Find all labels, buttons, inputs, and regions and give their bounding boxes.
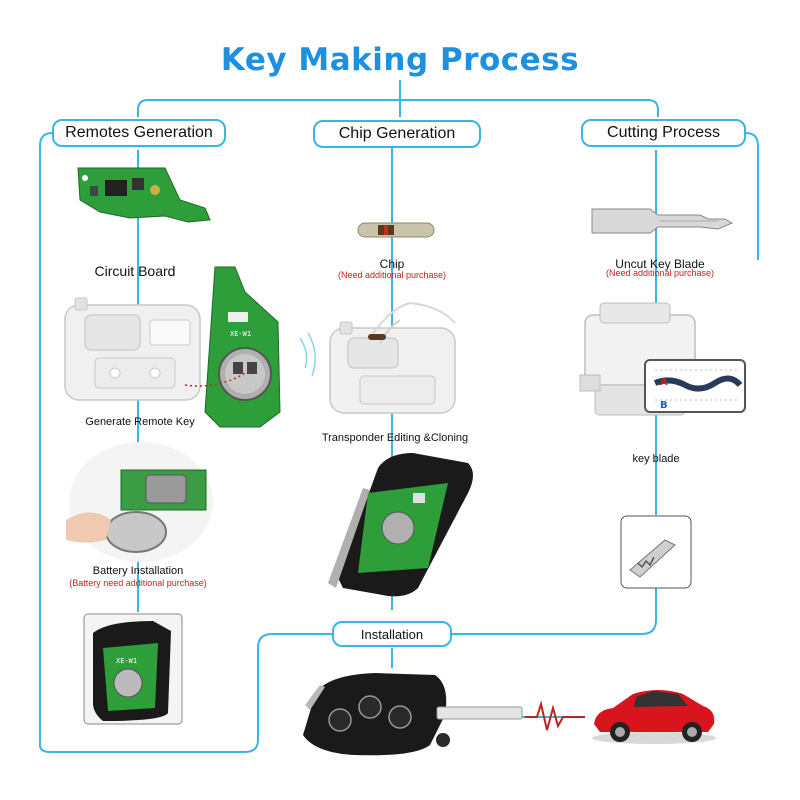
chip-icon (357, 222, 435, 238)
circuit-board-icon (77, 167, 211, 223)
uncut-blade-icon (591, 208, 734, 234)
remotes-left-line (39, 132, 53, 745)
key-cutting-machine-icon: A B (579, 302, 746, 416)
note-uncut-blade: (Need additional purchase) (605, 268, 715, 278)
battery-icon (66, 442, 213, 562)
cutting-right-line (745, 132, 759, 260)
label-uncut-blade: Uncut Key Blade (615, 257, 705, 271)
svg-text:B: B (660, 400, 668, 411)
note-battery: (Battery need additional purchase) (69, 578, 207, 588)
header-installation: Installation (332, 621, 452, 647)
key-shell-icon: XE-W1 (83, 613, 183, 725)
label-chip: Chip (379, 257, 405, 271)
label-generate-remote-key: Generate Remote Key (85, 416, 195, 428)
svg-text:XE-W1: XE-W1 (116, 657, 137, 665)
key-programmer-icon (64, 297, 201, 401)
label-circuit-board: Circuit Board (94, 263, 176, 279)
red-car-icon (592, 690, 716, 744)
header-cutting-process: Cutting Process (581, 119, 746, 147)
pcb-link-dots (184, 369, 251, 387)
signal-wave-icon (525, 700, 585, 731)
green-pcb-icon: XE-W1 (204, 266, 281, 428)
remote-key-icon (303, 673, 523, 756)
bottom-left-line (39, 633, 332, 753)
svg-text:XE-W1: XE-W1 (230, 330, 251, 338)
key-programmer-icon (300, 301, 456, 414)
top-bracket-line (137, 99, 659, 117)
page-title: Key Making Process (220, 42, 580, 78)
label-key-blade: key blade (632, 453, 680, 465)
key-blade-closeup-icon (620, 515, 692, 589)
svg-text:A: A (660, 377, 668, 388)
header-chip-generation: Chip Generation (313, 120, 481, 148)
label-transponder-editing: Transponder Editing &Cloning (321, 432, 469, 444)
flip-key-icon (328, 453, 473, 597)
cutting-to-install-line (452, 588, 657, 635)
label-battery-installation: Battery Installation (92, 565, 184, 577)
header-remotes-generation: Remotes Generation (52, 119, 226, 147)
note-chip: (Need additional purchase) (337, 270, 447, 280)
